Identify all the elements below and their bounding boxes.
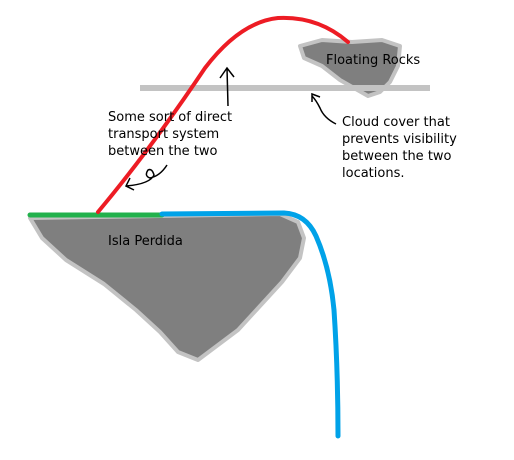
cloud-cover-label: Cloud cover that prevents visibility bet… — [342, 115, 457, 181]
transport-system-label: Some sort of direct transport system bet… — [108, 110, 233, 159]
water-river — [159, 210, 341, 439]
floating-rocks-label: Floating Rocks — [326, 53, 421, 68]
transport-squiggle — [124, 164, 168, 191]
isla-perdida-island — [28, 212, 306, 362]
isla-perdida-label: Isla Perdida — [108, 234, 183, 249]
transport-line — [96, 15, 350, 214]
transport-arrow — [219, 66, 235, 107]
cloud-arrow — [311, 92, 337, 125]
